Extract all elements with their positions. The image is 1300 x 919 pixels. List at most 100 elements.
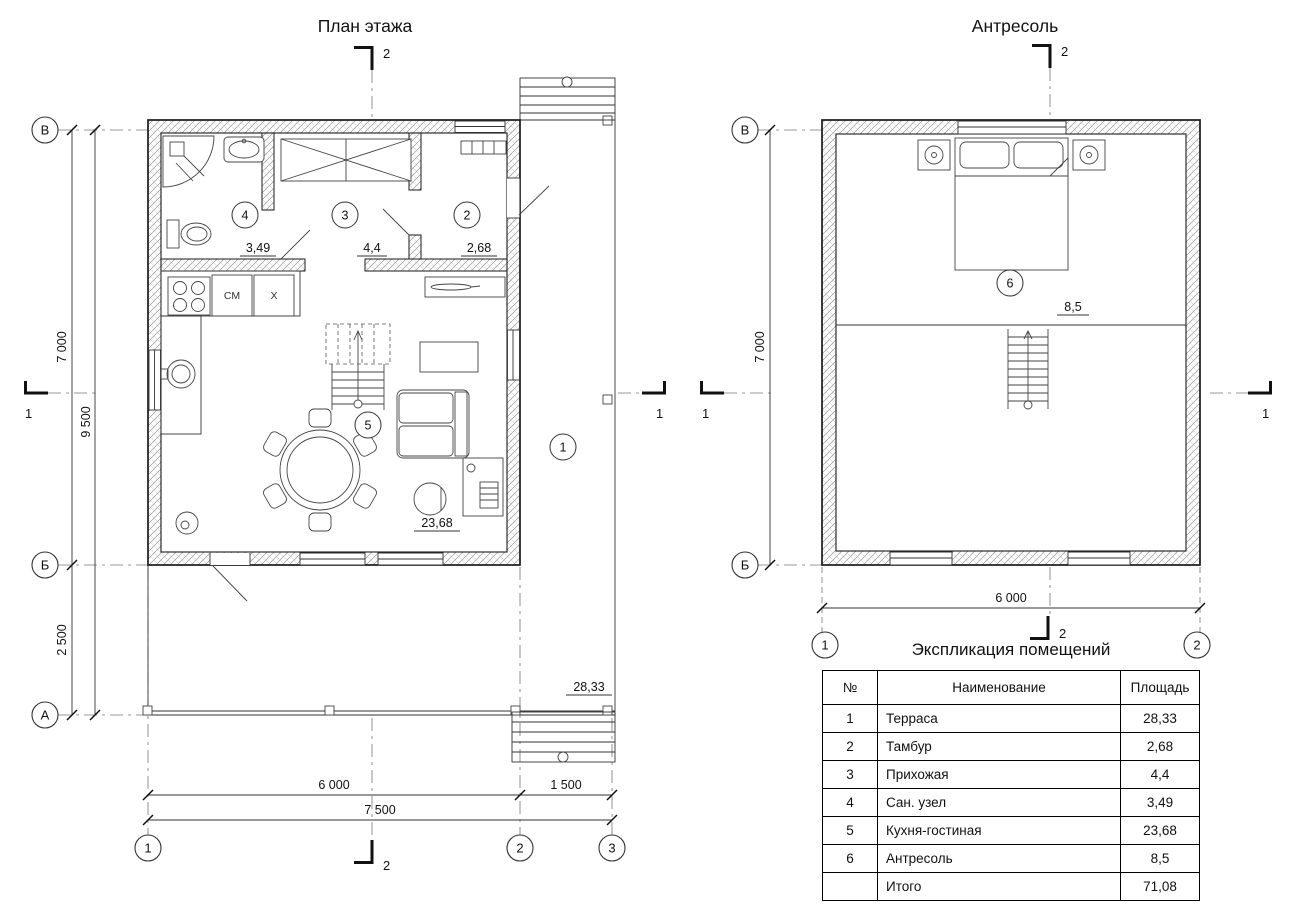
cell-area: 8,5 bbox=[1120, 844, 1200, 873]
window bbox=[299, 552, 366, 566]
window bbox=[377, 552, 444, 566]
wardrobe bbox=[280, 138, 412, 182]
dimension-horizontal: 6 000 1 500 7 500 bbox=[142, 778, 618, 826]
room-number-6: 6 bbox=[1007, 277, 1014, 291]
axis-markers-left: В Б А bbox=[31, 116, 59, 729]
washbasin bbox=[223, 136, 265, 163]
cell-total-label: Итого bbox=[877, 872, 1121, 901]
axis-markers-bottom: 1 2 3 bbox=[134, 834, 626, 862]
table-row: 2 Тамбур 2,68 bbox=[822, 732, 1200, 761]
section-1-left: 1 bbox=[702, 406, 709, 421]
room-area-5: 23,68 bbox=[421, 516, 452, 530]
sofa bbox=[396, 389, 470, 459]
toilet bbox=[166, 219, 212, 249]
terrace-post bbox=[602, 394, 613, 405]
dim-6000-h: 6 000 bbox=[318, 778, 349, 792]
bed bbox=[954, 137, 1069, 271]
tv-stand bbox=[462, 457, 504, 517]
chair bbox=[353, 483, 377, 509]
fridge bbox=[253, 274, 295, 317]
room-bubble-1 bbox=[549, 433, 577, 461]
washing-machine-label: СМ bbox=[224, 290, 240, 302]
terrace-post bbox=[510, 705, 521, 716]
table-row-total: Итого 71,08 bbox=[822, 872, 1200, 901]
section-1-right: 1 bbox=[1262, 406, 1269, 421]
window bbox=[148, 349, 161, 411]
exterior-walls bbox=[821, 119, 1201, 566]
header-area: Площадь bbox=[1120, 670, 1200, 705]
table-row: 5 Кухня-гостиная 23,68 bbox=[822, 816, 1200, 845]
cell-name: Терраса bbox=[877, 704, 1121, 733]
entrance-stairs-top bbox=[519, 76, 616, 121]
cell-number: 1 bbox=[822, 704, 878, 733]
axis-label-a: А bbox=[41, 708, 50, 723]
dimension-horizontal: 6 000 bbox=[816, 591, 1206, 614]
kitchen-sink bbox=[160, 359, 196, 389]
room-area-4: 3,49 bbox=[246, 241, 270, 255]
header-number: № bbox=[822, 670, 878, 705]
room-bubble-6 bbox=[996, 269, 1024, 297]
terrace-post bbox=[602, 115, 613, 126]
cell-area: 4,4 bbox=[1120, 760, 1200, 789]
shower bbox=[162, 135, 215, 188]
room-bubble-4 bbox=[231, 201, 259, 229]
axis-label-v: В bbox=[41, 123, 50, 138]
axis-markers-left: В Б bbox=[731, 116, 759, 579]
stove bbox=[167, 276, 211, 316]
mezzanine-plan: Антресоль bbox=[700, 16, 1272, 659]
room-number-5: 5 bbox=[365, 419, 372, 433]
cell-name: Кухня-гостиная bbox=[877, 816, 1121, 845]
section-1-left: 1 bbox=[25, 406, 32, 421]
room-area-1: 28,33 bbox=[573, 680, 604, 694]
dim-2500-v: 2 500 bbox=[55, 624, 69, 655]
vestibule-door bbox=[382, 208, 410, 236]
terrace-door bbox=[209, 553, 251, 602]
kitchen-counter: СМ Х bbox=[160, 270, 301, 435]
dim-9500-v: 9 500 bbox=[79, 406, 93, 437]
axis-label-b: Б bbox=[41, 558, 50, 573]
floor-plan: План этажа bbox=[24, 16, 666, 873]
vestibule-cabinet bbox=[460, 140, 507, 155]
cell-name: Прихожая bbox=[877, 760, 1121, 789]
shoe-bench bbox=[424, 276, 506, 298]
room-schedule: Экспликация помещений № Наименование Пло… bbox=[822, 640, 1200, 901]
pillow bbox=[1013, 141, 1064, 169]
room-area-3: 4,4 bbox=[363, 241, 380, 255]
window bbox=[957, 120, 1067, 135]
axis-label-b: Б bbox=[741, 558, 750, 573]
section-2-bottom: 2 bbox=[1059, 626, 1066, 641]
pillow bbox=[959, 141, 1010, 169]
fridge-label: Х bbox=[270, 290, 277, 302]
room-area-6: 8,5 bbox=[1064, 300, 1081, 314]
entrance-door bbox=[507, 177, 550, 219]
windows bbox=[148, 120, 520, 566]
dim-6000-h: 6 000 bbox=[995, 591, 1026, 605]
table-row: 4 Сан. узел 3,49 bbox=[822, 788, 1200, 817]
dimension-vertical: 7 000 bbox=[753, 124, 776, 571]
dining-table bbox=[263, 408, 377, 532]
window bbox=[507, 329, 520, 381]
room-number-4: 4 bbox=[242, 209, 249, 223]
floor-plan-title: План этажа bbox=[318, 16, 413, 36]
table-row: 3 Прихожая 4,4 bbox=[822, 760, 1200, 789]
axis-label-1: 1 bbox=[144, 841, 151, 856]
nightstand-left bbox=[917, 139, 951, 171]
cell-name: Антресоль bbox=[877, 844, 1121, 873]
cell-area: 28,33 bbox=[1120, 704, 1200, 733]
washing-machine bbox=[211, 274, 253, 317]
room-schedule-title: Экспликация помещений bbox=[911, 640, 1111, 659]
cell-name: Тамбур bbox=[877, 732, 1121, 761]
axis-label-v: В bbox=[741, 123, 750, 138]
dim-1500-h: 1 500 bbox=[550, 778, 581, 792]
cell-area: 3,49 bbox=[1120, 788, 1200, 817]
bathroom-fixtures bbox=[162, 135, 265, 249]
axis-markers-bottom: 1 2 bbox=[811, 631, 1211, 659]
chair bbox=[308, 408, 332, 428]
axis-label-2: 2 bbox=[516, 841, 523, 856]
mezzanine-title: Антресоль bbox=[972, 16, 1058, 36]
cell-number: 2 bbox=[822, 732, 878, 761]
axis-label-3: 3 bbox=[608, 841, 615, 856]
window bbox=[454, 120, 506, 133]
window bbox=[1067, 551, 1131, 566]
dim-7000-v: 7 000 bbox=[55, 331, 69, 362]
